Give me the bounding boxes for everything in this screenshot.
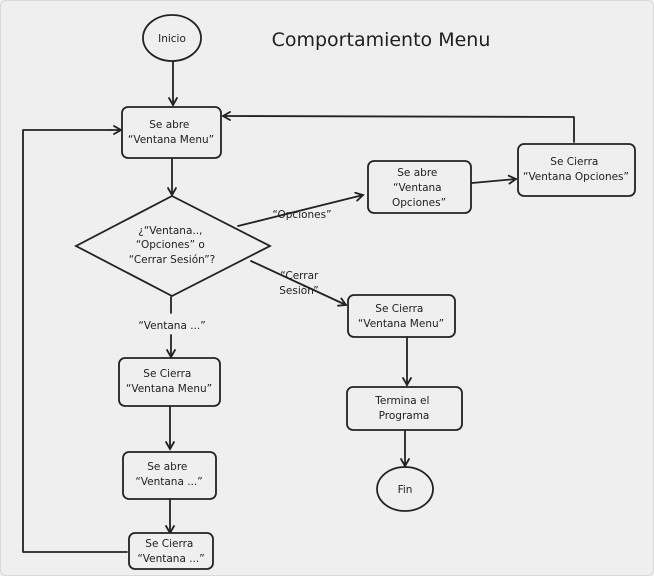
edge-decision-to-abre-opciones [237,191,365,227]
node-cierra-menu-sesion-label: Se Cierra “Ventana Menu” [358,303,444,330]
node-termina-label: Termina el Programa [374,395,433,422]
node-abre-ventana-label: Se abre “Ventana ...” [135,461,202,488]
end-node: Fin [376,466,434,512]
node-abre-ventana: Se abre “Ventana ...” [122,451,217,500]
node-cierra-ventana-label: Se Cierra “Ventana ...” [137,538,204,565]
edge-cierra-ventana-loop [22,129,128,553]
edge-label-cerrar-sesion: “Cerrar Sesión” [279,270,321,297]
start-node: Inicio [142,14,202,62]
node-abre-opciones-label: Se abre “Ventana Opciones” [392,167,446,209]
node-abre-menu-label: Se abre “Ventana Menu” [128,119,214,146]
node-cierra-menu-ventana-label: Se Cierra “Ventana Menu” [126,368,212,395]
edge-cierra-opciones-loop [224,115,575,143]
node-cierra-menu-sesion: Se Cierra “Ventana Menu” [347,294,456,338]
decision-node: ¿“Ventana.., “Opciones” o “Cerrar Sesión… [74,194,272,298]
node-cierra-opciones-label: Se Cierra “Ventana Opciones” [523,156,629,183]
decision-node-label: ¿“Ventana.., “Opciones” o “Cerrar Sesión… [129,225,215,266]
node-cierra-ventana: Se Cierra “Ventana ...” [128,532,214,570]
edge-label-opciones: “Opciones” [272,209,331,221]
start-node-label: Inicio [158,33,186,45]
edges [22,60,575,553]
edge-decision-to-cierra-menu-sesion [250,260,348,307]
edge-abre-opciones-to-cierra-opciones [471,174,518,185]
end-node-label: Fin [398,484,413,496]
edge-label-ventana: “Ventana ...” [138,320,205,332]
node-cierra-menu-ventana: Se Cierra “Ventana Menu” [118,357,221,407]
diagram-title: Comportamiento Menu [272,29,491,51]
node-termina: Termina el Programa [346,386,463,431]
node-abre-menu: Se abre “Ventana Menu” [121,106,222,159]
node-abre-opciones: Se abre “Ventana Opciones” [367,160,472,214]
node-cierra-opciones: Se Cierra “Ventana Opciones” [517,143,636,197]
